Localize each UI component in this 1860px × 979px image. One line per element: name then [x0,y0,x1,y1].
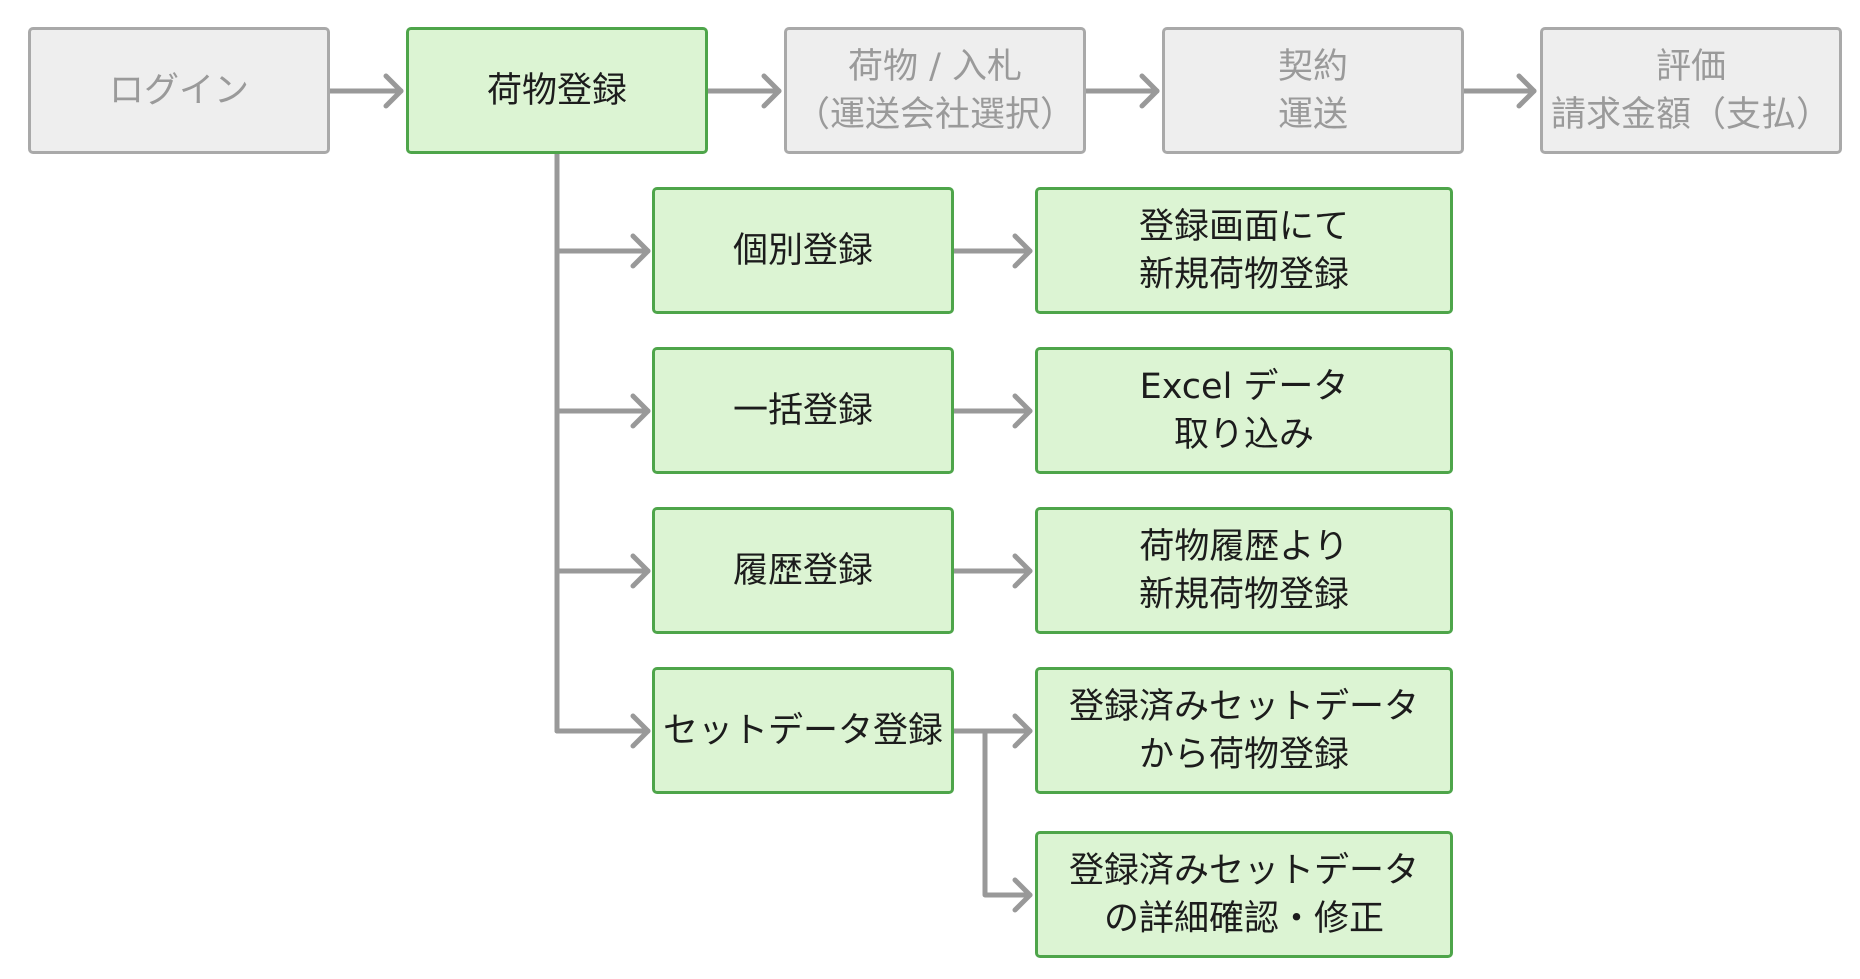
step-cargo-bid-label-line-2: （運送会社選択） [794,94,1075,135]
step-evaluation-label-line-1: 評価 [1655,46,1726,87]
result-set-data-review: 登録済みセットデータ の詳細確認・修正 [1035,831,1453,958]
result-set-data-review-line-2: の詳細確認・修正 [1103,898,1384,939]
step-evaluation-label-line-2: 請求金額（支払） [1550,94,1831,135]
step-contract-label-line-1: 契約 [1277,46,1348,87]
result-history-line-2: 新規荷物登録 [1138,574,1349,615]
step-contract-label-line-2: 運送 [1277,94,1348,135]
arrow-to-history [554,553,651,589]
result-individual-line-1: 登録画面にて [1138,206,1349,247]
method-individual: 個別登録 [652,187,954,314]
arrow-bid-to-contract [1082,73,1160,109]
result-individual: 登録画面にて 新規荷物登録 [1035,187,1453,314]
step-login: ログイン [28,27,330,154]
arrow-individual-to-result [951,233,1033,269]
result-set-data-review-line-1: 登録済みセットデータ [1068,850,1419,891]
method-bulk-label: 一括登録 [732,390,873,431]
arrow-bulk-to-result [951,393,1033,429]
arrow-login-to-cargo [327,73,404,109]
result-set-data-register: 登録済みセットデータ から荷物登録 [1035,667,1453,794]
method-individual-label: 個別登録 [732,230,873,271]
result-individual-line-2: 新規荷物登録 [1138,254,1349,295]
result-bulk: Excel データ 取り込み [1035,347,1453,474]
method-history-label: 履歴登録 [732,550,873,591]
result-set-data-register-line-2: から荷物登録 [1138,734,1349,775]
arrow-contract-to-evaluation [1460,73,1537,109]
step-login-label: ログイン [108,70,249,111]
step-contract: 契約 運送 [1162,27,1464,154]
method-history: 履歴登録 [652,507,954,634]
arrow-history-to-result [951,553,1033,589]
method-bulk: 一括登録 [652,347,954,474]
result-set-data-register-line-1: 登録済みセットデータ [1068,686,1419,727]
result-history-line-1: 荷物履歴より [1139,526,1349,567]
arrow-to-individual [554,233,651,269]
result-history: 荷物履歴より 新規荷物登録 [1035,507,1453,634]
method-set-data: セットデータ登録 [652,667,954,794]
step-cargo-registration-label: 荷物登録 [486,70,627,111]
step-evaluation: 評価 請求金額（支払） [1540,27,1842,154]
step-cargo-registration: 荷物登録 [406,27,708,154]
arrow-set-data-to-result-1 [951,713,1033,749]
arrow-to-set-data [554,713,651,749]
result-bulk-line-1: Excel データ [1139,366,1349,407]
step-cargo-bid-label-line-1: 荷物 / 入札 [847,46,1023,87]
step-cargo-bid: 荷物 / 入札 （運送会社選択） [784,27,1086,154]
arrow-cargo-to-bid [704,73,782,109]
result-bulk-line-2: 取り込み [1173,414,1314,455]
method-set-data-label: セットデータ登録 [662,710,943,751]
arrow-to-bulk [554,393,651,429]
arrow-set-data-to-result-2 [982,728,1033,913]
